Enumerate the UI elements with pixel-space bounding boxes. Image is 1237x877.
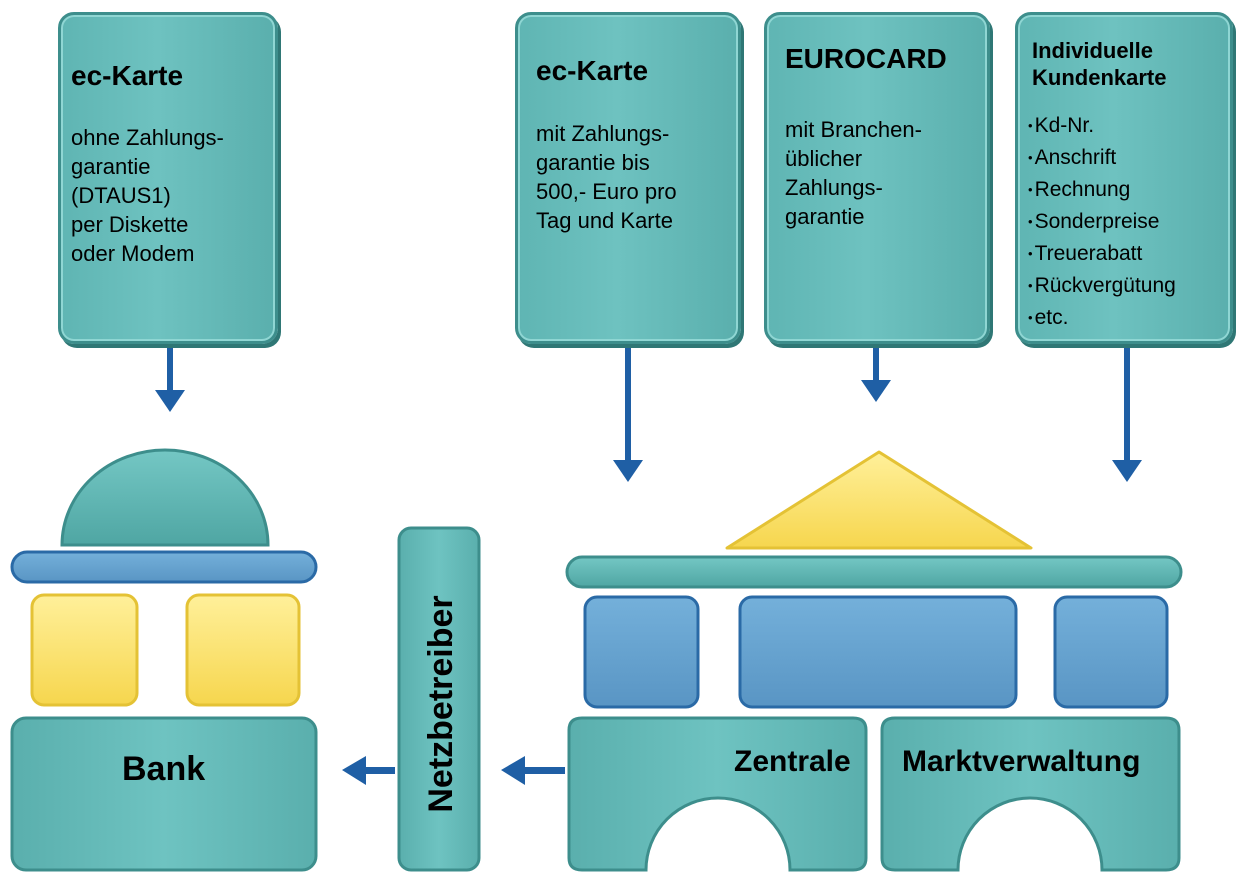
card-title: ec-Karte: [71, 60, 184, 91]
arrow-card2-to-market: [613, 345, 643, 482]
list-item: Sonderpreise: [1028, 207, 1176, 239]
market-roof-triangle: [725, 450, 1033, 550]
card-title: Individuelle Kundenkarte: [1032, 38, 1167, 90]
arrow-netzbetreiber-to-bank: [342, 756, 395, 785]
bank-pillar-right: [185, 593, 301, 707]
market-arch-zentrale: [567, 716, 868, 872]
bank-roof-beam: [10, 550, 318, 584]
bank-label: Bank: [122, 750, 206, 788]
arrow-market-to-netzbetreiber: [501, 756, 565, 785]
card-ec-karte-mit-garantie: ec-Karte mit Zahlungs- garantie bis 500,…: [515, 12, 741, 344]
bank-base: [10, 716, 318, 872]
arrow-card1-to-bank: [155, 345, 185, 412]
market-roof-beam: [565, 555, 1183, 589]
list-item: Rückvergütung: [1028, 271, 1176, 303]
card-eurocard: EUROCARD mit Branchen- üblicher Zahlungs…: [764, 12, 990, 344]
bank-pillar-left: [30, 593, 139, 707]
bank-building: [10, 448, 318, 872]
card-item-list: Kd-Nr. Anschrift Rechnung Sonderpreise T…: [1028, 111, 1176, 335]
netzbetreiber-label: Netzbetreiber: [422, 595, 460, 812]
market-block-left: [583, 595, 700, 709]
card-body: ohne Zahlungs- garantie (DTAUS1) per Dis…: [71, 125, 224, 266]
list-item: Anschrift: [1028, 143, 1176, 175]
arrow-card4-to-market: [1112, 345, 1142, 482]
card-kundenkarte: Individuelle Kundenkarte Kd-Nr. Anschrif…: [1015, 12, 1233, 344]
list-item: Kd-Nr.: [1028, 111, 1176, 143]
list-item: etc.: [1028, 303, 1176, 335]
card-title: ec-Karte: [536, 55, 649, 86]
marktverwaltung-label: Marktverwaltung: [902, 745, 1141, 778]
netzbetreiber-column: [397, 526, 481, 872]
zentrale-label: Zentrale: [734, 745, 851, 778]
market-building: [565, 450, 1183, 872]
list-item: Treuerabatt: [1028, 239, 1176, 271]
card-title: EUROCARD: [785, 43, 947, 74]
card-ec-karte-ohne-garantie: ec-Karte ohne Zahlungs- garantie (DTAUS1…: [58, 12, 278, 344]
market-block-right: [1053, 595, 1169, 709]
list-item: Rechnung: [1028, 175, 1176, 207]
arrow-card3-to-market: [861, 345, 891, 402]
market-block-center: [738, 595, 1018, 709]
card-body: mit Branchen- üblicher Zahlungs- garanti…: [785, 117, 922, 229]
bank-dome: [60, 448, 270, 547]
market-arch-marktverwaltung: [880, 716, 1181, 872]
card-body: mit Zahlungs- garantie bis 500,- Euro pr…: [536, 121, 677, 233]
